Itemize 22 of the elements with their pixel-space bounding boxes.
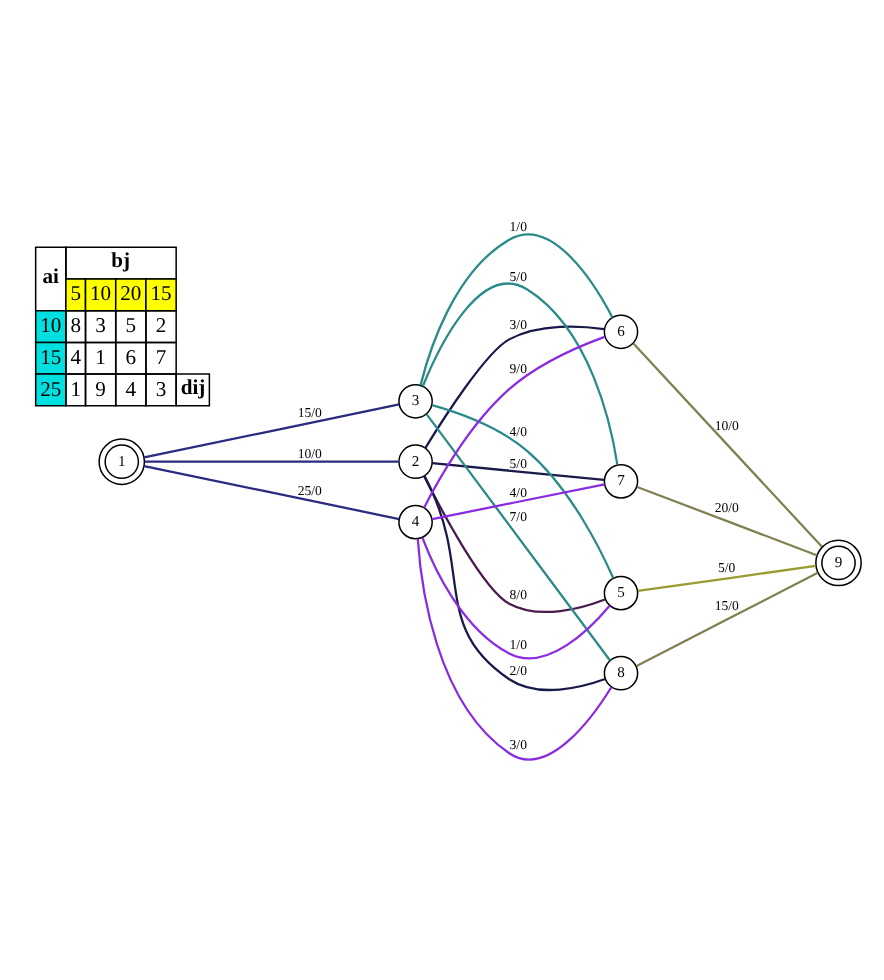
label: 5 <box>125 316 137 339</box>
label: dij <box>180 378 206 401</box>
label: 3 <box>95 316 106 339</box>
label: ai <box>42 267 59 290</box>
label: 20 <box>120 284 142 307</box>
label: 6 <box>125 347 137 370</box>
label: 15 <box>150 284 172 307</box>
label: 15 <box>40 347 62 370</box>
label: 8 <box>70 316 81 339</box>
label: 9 <box>95 379 106 402</box>
label: 1 <box>95 347 106 370</box>
label: 2 <box>155 316 167 339</box>
label: 3 <box>155 379 167 402</box>
label: 4 <box>125 379 137 402</box>
label: bj <box>111 251 131 274</box>
label: 7 <box>155 347 167 370</box>
label: 10 <box>40 316 62 339</box>
label: 5 <box>70 284 81 307</box>
label: 10 <box>90 284 112 307</box>
label: 25 <box>40 379 62 402</box>
label: 4 <box>70 347 81 370</box>
label: 1 <box>70 379 81 402</box>
